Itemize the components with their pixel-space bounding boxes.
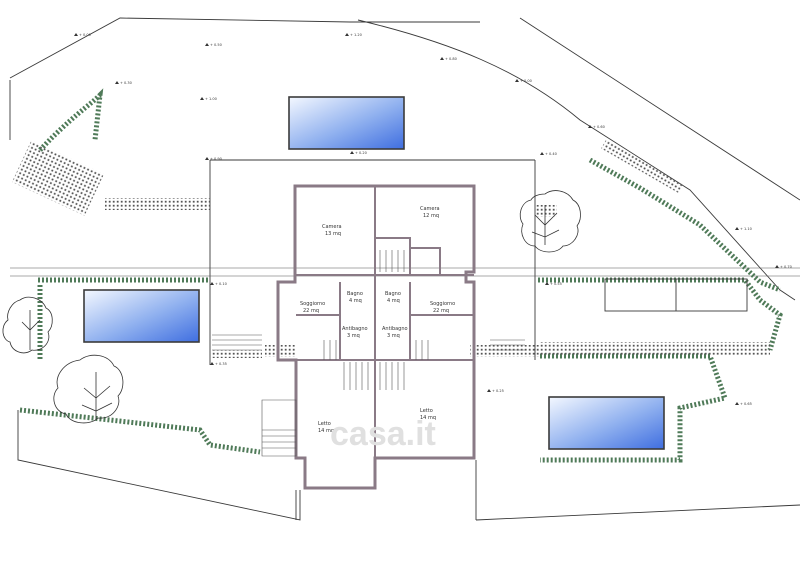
elevation-marker-icon — [735, 402, 739, 405]
elevation-marker-icon — [515, 79, 519, 82]
room-area-h: 3 mq — [387, 333, 400, 339]
room-labels: Camera 13 mq Camera 12 mq Soggiorno 22 m… — [300, 206, 455, 434]
room-label-e: Bagno — [347, 291, 363, 297]
room-area-g: 3 mq — [347, 333, 360, 339]
svg-text:+ 1.00: + 1.00 — [205, 97, 217, 101]
tree-icon — [53, 354, 124, 424]
elevation-marker-icon — [210, 282, 214, 285]
svg-text:+ 1.10: + 1.10 — [740, 227, 752, 231]
elevation-marker-icon — [115, 81, 119, 84]
room-label-f: Bagno — [385, 291, 401, 297]
pool-left — [83, 289, 200, 343]
elevation-marker-icon — [210, 362, 214, 365]
paving — [12, 139, 770, 358]
room-area-b: 12 mq — [423, 213, 439, 219]
trees — [2, 190, 581, 424]
elevation-marker-icon — [487, 389, 491, 392]
svg-text:+ 0.65: + 0.65 — [740, 402, 752, 406]
elevation-marker-icon — [345, 33, 349, 36]
svg-text:+ 0.55: + 0.55 — [550, 282, 562, 286]
elevation-marker-icon — [350, 151, 354, 154]
svg-text:+ 0.00: + 0.00 — [520, 79, 532, 83]
svg-text:+ 0.10: + 0.10 — [215, 282, 227, 286]
room-area-c: 22 mq — [303, 308, 319, 314]
room-area-e: 4 mq — [349, 298, 362, 304]
svg-text:+ 0.40: + 0.40 — [545, 152, 557, 156]
svg-text:+ 0.60: + 0.60 — [593, 125, 605, 129]
room-label-c: Soggiorno — [300, 301, 325, 307]
pools — [83, 96, 665, 450]
svg-text:+ 0.90: + 0.90 — [210, 157, 222, 161]
room-area-j: 14 mq — [420, 415, 436, 421]
elevation-marker-icon — [440, 57, 444, 60]
room-area-a: 13 mq — [325, 231, 341, 237]
room-area-i: 14 mq — [318, 428, 334, 434]
elevation-marker-icon — [775, 265, 779, 268]
svg-text:+ 1.20: + 1.20 — [350, 33, 362, 37]
svg-text:+ 0.00: + 0.00 — [79, 33, 91, 37]
room-area-d: 22 mq — [433, 308, 449, 314]
room-label-g: Antibagno — [342, 326, 368, 332]
room-area-f: 4 mq — [387, 298, 400, 304]
elevation-marker-icon — [545, 282, 549, 285]
tree-icon — [519, 190, 581, 253]
tree-icon — [2, 296, 53, 354]
elevation-marker-icon — [200, 97, 204, 100]
elevation-marker-icon — [588, 125, 592, 128]
svg-text:+ 0.70: + 0.70 — [780, 265, 792, 269]
terraces — [212, 278, 748, 351]
svg-text:+ 0.50: + 0.50 — [210, 43, 222, 47]
room-label-b: Camera — [420, 206, 440, 212]
room-label-a: Camera — [322, 224, 342, 230]
svg-text:+ 0.25: + 0.25 — [492, 389, 504, 393]
elevation-markers: + 0.00 + 0.50 + 1.20 + 0.80 + 0.30 + 0.0… — [74, 33, 792, 406]
elevation-marker-icon — [205, 157, 209, 160]
pool-right — [548, 396, 665, 450]
svg-text:+ 0.30: + 0.30 — [120, 81, 132, 85]
svg-text:+ 0.35: + 0.35 — [215, 362, 227, 366]
site-boundaries — [9, 17, 800, 521]
room-label-i: Letto — [318, 421, 331, 427]
elevation-marker-icon — [540, 152, 544, 155]
svg-text:+ 0.20: + 0.20 — [355, 151, 367, 155]
room-label-d: Soggiorno — [430, 301, 455, 307]
watermark: casa.it — [330, 415, 436, 453]
pool-top — [288, 96, 405, 150]
elevation-marker-icon — [205, 43, 209, 46]
room-label-h: Antibagno — [382, 326, 408, 332]
building — [261, 184, 476, 490]
room-label-j: Letto — [420, 408, 433, 414]
elevation-marker-icon — [735, 227, 739, 230]
svg-text:+ 0.80: + 0.80 — [445, 57, 457, 61]
elevation-marker-icon — [74, 33, 78, 36]
